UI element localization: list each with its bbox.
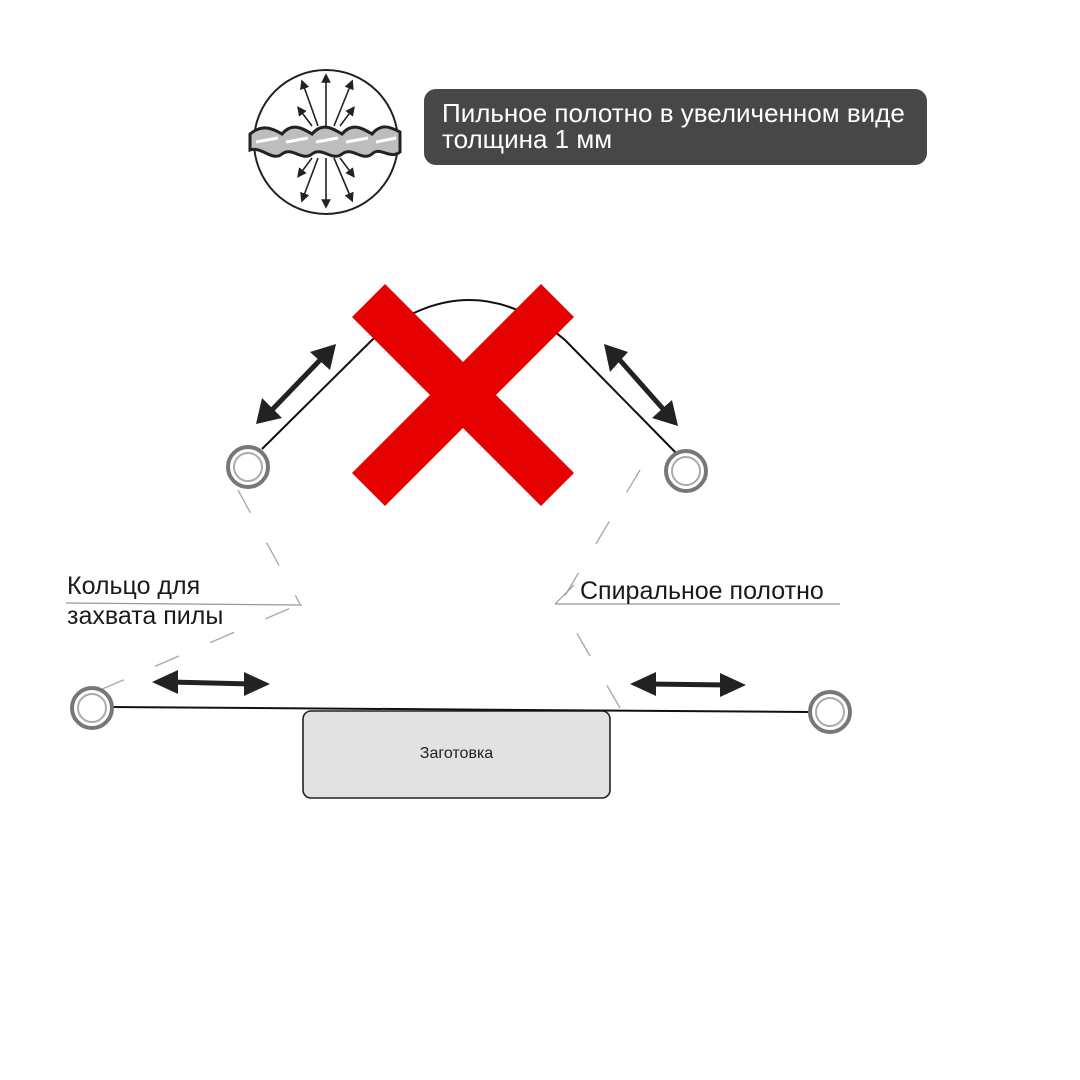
ring-label: Кольцо для захвата пилы <box>67 571 223 631</box>
spiral-blade-label: Спиральное полотно <box>580 577 824 605</box>
ring-lower-left <box>70 686 114 730</box>
workpiece <box>302 710 611 799</box>
ring-upper-right <box>664 449 708 493</box>
label-pointers <box>65 584 840 606</box>
double-arrow-icon <box>256 344 336 424</box>
caption-line-1: Пильное полотно в увеличенном виде <box>442 98 905 128</box>
caption-line-2: толщина 1 мм <box>442 124 613 154</box>
ring-lower-right <box>808 690 852 734</box>
double-arrow-icon <box>604 344 678 426</box>
double-arrow-icon <box>630 672 746 697</box>
ring-label-line-2: захвата пилы <box>67 602 224 630</box>
straight-blade <box>70 670 852 799</box>
ring-label-line-1: Кольцо для <box>67 572 201 600</box>
magnified-blade-icon <box>248 69 402 215</box>
double-arrow-icon <box>152 670 270 696</box>
magnification-caption: Пильное полотно в увеличенном виде толщи… <box>424 89 927 165</box>
workpiece-label: Заготовка <box>419 745 494 762</box>
transition-guides <box>99 469 641 709</box>
ring-upper-left <box>226 445 270 489</box>
red-cross-icon <box>352 284 574 506</box>
